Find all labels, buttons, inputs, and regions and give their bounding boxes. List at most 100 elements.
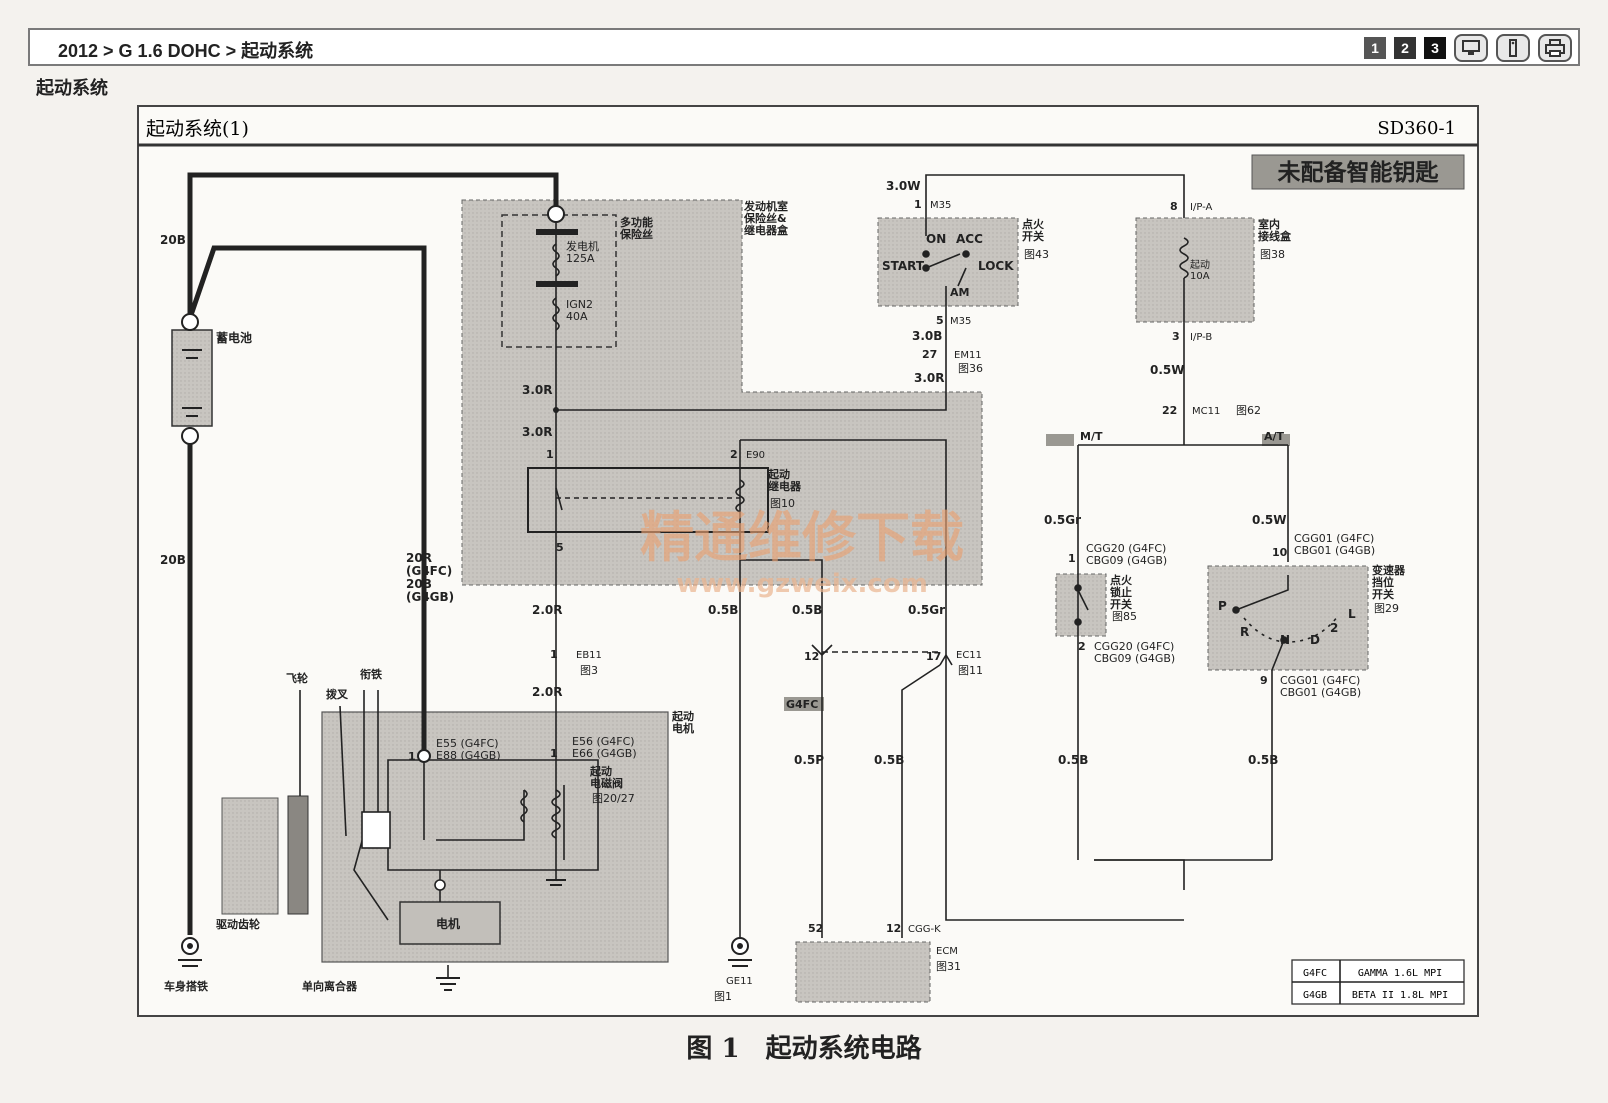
label-drive-gear: 驱动齿轮 (216, 917, 260, 931)
label-wire-20b-top: 20B (160, 233, 186, 247)
label-ign-lock-switch: 点火锁止开关 (1110, 573, 1133, 611)
label-ign-am: AM (950, 286, 969, 299)
label-mc11-pin: 22 (1162, 404, 1177, 417)
label-ge11: GE11 (726, 976, 753, 987)
label-battery: 蓄电池 (216, 330, 252, 345)
label-cgg20-pin2: 2 (1078, 640, 1086, 653)
label-cgg01-bot: CGG01 (G4FC)CBG01 (G4GB) (1280, 674, 1361, 699)
label-fig36: 图36 (958, 362, 983, 375)
label-w05b-d: 0.5B (1058, 753, 1088, 767)
section-title: 起动系统 (36, 78, 108, 99)
label-fig43: 图43 (1024, 248, 1049, 261)
label-w30r-c: 3.0R (914, 371, 945, 385)
ignition-switch-box (877, 217, 1019, 307)
label-fig31: 图31 (936, 960, 961, 973)
legend-g4gb: G4GB (1303, 990, 1327, 1001)
label-ip-a-pin: 8 (1170, 200, 1178, 213)
label-fig85: 图85 (1112, 610, 1137, 623)
label-gear-p: P (1218, 599, 1227, 613)
label-ecm-pin52: 52 (808, 922, 823, 935)
label-fig1: 图1 (714, 990, 732, 1003)
label-armature: 衔铁 (360, 667, 382, 681)
label-body-ground: 车身搭铁 (164, 979, 208, 993)
label-flywheel: 飞轮 (286, 671, 308, 685)
label-at: A/T (1264, 430, 1285, 443)
label-m35-a: M35 (930, 200, 951, 211)
label-gear-r: R (1240, 625, 1249, 639)
label-ecm-pin12: 12 (886, 922, 901, 935)
label-w05p: 0.5P (794, 753, 824, 767)
label-fig62: 图62 (1236, 404, 1261, 417)
ring-gear (287, 795, 309, 915)
label-w20r-a: 2.0R (532, 603, 563, 617)
junction-box (1135, 217, 1255, 323)
label-g4fc-tag: G4FC (786, 698, 818, 711)
label-junction-box: 室内接线盒 (1258, 217, 1292, 243)
starter-relay-box (527, 467, 769, 533)
label-w05w-a: 0.5W (1150, 363, 1185, 377)
label-mt: M/T (1080, 430, 1103, 443)
label-w05b-b: 0.5B (792, 603, 822, 617)
label-ip-b: I/P-B (1190, 332, 1212, 343)
legend-g4fc-desc: GAMMA 1.6L MPI (1358, 968, 1442, 979)
diagram-title: 起动系统(1) (146, 118, 249, 140)
label-ign-acc: ACC (956, 232, 983, 246)
label-ign-lock: LOCK (978, 259, 1014, 273)
label-cgg01-top: CGG01 (G4FC)CBG01 (G4GB) (1294, 532, 1375, 557)
label-relay-pin2: 2 (730, 448, 738, 461)
label-engine-box: 发动机室保险丝&继电器盒 (743, 199, 789, 237)
label-fig3: 图3 (580, 664, 598, 677)
label-w05b-c: 0.5B (874, 753, 904, 767)
breadcrumb[interactable]: 2012 > G 1.6 DOHC > 起动系统 (58, 41, 314, 61)
label-ip-a: I/P-A (1190, 202, 1213, 213)
label-e55: E55 (G4FC)E88 (G4GB) (436, 737, 501, 762)
top-bar: 2012 > G 1.6 DOHC > 起动系统 1 2 3 (28, 28, 1580, 66)
label-fig29: 图29 (1374, 602, 1399, 615)
figure-caption: 图 1 起动系统电路 (686, 1034, 922, 1064)
label-w05gr-b: 0.5Gr (1044, 513, 1081, 527)
label-m35-pin1: 1 (914, 198, 922, 211)
page-1-button[interactable]: 1 (1364, 37, 1386, 59)
label-ecm: ECM (936, 946, 958, 957)
page-2-button[interactable]: 2 (1394, 37, 1416, 59)
legend-g4gb-desc: BETA II 1.8L MPI (1352, 990, 1448, 1001)
no-smart-key-tag-text: 未配备智能钥匙 (1278, 159, 1440, 186)
label-wire-20b-mid: 20B (160, 553, 186, 567)
label-m35-pin5: 5 (936, 314, 944, 327)
label-gear-2: 2 (1330, 621, 1338, 635)
label-relay-pin5: 5 (556, 541, 564, 554)
label-eb11: EB11 (576, 650, 602, 661)
label-cgg20-top: CGG20 (G4FC)CBG09 (G4GB) (1086, 542, 1167, 567)
label-w05gr-a: 0.5Gr (908, 603, 945, 617)
label-pin17: 17 (926, 650, 941, 663)
label-fork: 拨叉 (326, 687, 349, 701)
label-ip-b-pin: 3 (1172, 330, 1180, 343)
info-icon[interactable] (1496, 34, 1530, 62)
label-ign-switch: 点火开关 (1022, 217, 1045, 243)
toolbar: 1 2 3 (1364, 34, 1572, 62)
monitor-icon[interactable] (1454, 34, 1488, 62)
label-cgg01-pin9: 9 (1260, 674, 1268, 687)
label-w30w: 3.0W (886, 179, 921, 193)
label-fig11: 图11 (958, 664, 983, 677)
ignition-lock-switch-box (1055, 573, 1107, 637)
label-ec11: EC11 (956, 650, 982, 661)
label-w30r-a: 3.0R (522, 383, 553, 397)
engine-fuse-box (461, 199, 983, 586)
page-3-button[interactable]: 3 (1424, 37, 1446, 59)
label-e56: E56 (G4FC)E66 (G4GB) (572, 735, 637, 760)
label-multi-fuse: 多功能保险丝 (619, 215, 653, 241)
printer-icon[interactable] (1538, 34, 1572, 62)
flywheel-block (221, 797, 279, 915)
label-w30r-b: 3.0R (522, 425, 553, 439)
label-ign-on: ON (926, 232, 946, 246)
ecm-box (795, 941, 931, 1003)
motor-box (399, 901, 501, 945)
label-w05b-a: 0.5B (708, 603, 738, 617)
label-fig-20-27: 图20/27 (592, 792, 635, 805)
label-cgg20-bot: CGG20 (G4FC)CBG09 (G4GB) (1094, 640, 1175, 665)
label-mc11: MC11 (1192, 406, 1220, 417)
label-pin1-e56: 1 (550, 747, 558, 760)
